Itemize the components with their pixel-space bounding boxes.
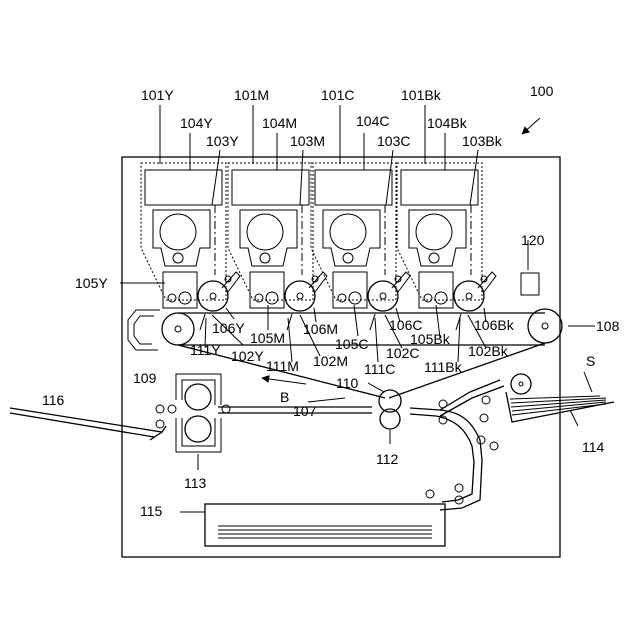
- sensor-120: [521, 273, 539, 295]
- process-unit-m: [228, 163, 327, 330]
- label-104c: 104C: [356, 113, 389, 129]
- paper-cassette: [205, 504, 445, 546]
- label-106y: 106Y: [212, 320, 245, 336]
- label-s: S: [586, 353, 595, 369]
- label-104y: 104Y: [180, 115, 213, 131]
- label-103bk: 103Bk: [462, 133, 503, 149]
- belt-direction-arrow: [262, 378, 306, 384]
- label-105y: 105Y: [75, 275, 108, 291]
- label-101m: 101M: [234, 87, 269, 103]
- label-110: 110: [336, 375, 359, 391]
- label-109: 109: [133, 370, 157, 386]
- label-102y: 102Y: [231, 348, 264, 364]
- label-111bk: 111Bk: [424, 359, 463, 375]
- label-106m: 106M: [303, 321, 338, 337]
- label-111m: 111M: [266, 358, 299, 374]
- label-116: 116: [42, 392, 65, 408]
- label-103m: 103M: [290, 133, 325, 149]
- label-107: 107: [293, 403, 317, 419]
- label-120: 120: [521, 232, 545, 248]
- label-101bk: 101Bk: [401, 87, 442, 103]
- label-105c: 105C: [335, 336, 368, 352]
- label-101c: 101C: [321, 87, 354, 103]
- label-115: 115: [140, 503, 163, 519]
- process-unit-c: [311, 163, 410, 330]
- label-111y: 111Y: [190, 342, 221, 358]
- label-111c: 111C: [364, 361, 395, 377]
- apparatus-pointer-arrow: [522, 118, 540, 134]
- label-101y: 101Y: [141, 87, 174, 103]
- label-105m: 105M: [250, 330, 285, 346]
- labels: 100 101Y 101M 101C 101Bk 104Y 104M 104C …: [42, 83, 620, 519]
- sheet-path: [218, 380, 504, 510]
- label-104m: 104M: [262, 115, 297, 131]
- label-102bk: 102Bk: [468, 343, 509, 359]
- label-103y: 103Y: [206, 133, 239, 149]
- process-unit-y: [141, 163, 240, 330]
- label-106bk: 106Bk: [474, 317, 515, 333]
- label-114: 114: [582, 439, 605, 455]
- label-104bk: 104Bk: [427, 115, 468, 131]
- label-102m: 102M: [313, 353, 348, 369]
- label-113: 113: [184, 475, 207, 491]
- process-unit-bk: [397, 163, 496, 330]
- label-108: 108: [596, 318, 620, 334]
- label-102c: 102C: [386, 345, 419, 361]
- label-b: B: [280, 389, 289, 405]
- label-103c: 103C: [377, 133, 410, 149]
- label-100: 100: [530, 83, 554, 99]
- label-112: 112: [376, 451, 399, 467]
